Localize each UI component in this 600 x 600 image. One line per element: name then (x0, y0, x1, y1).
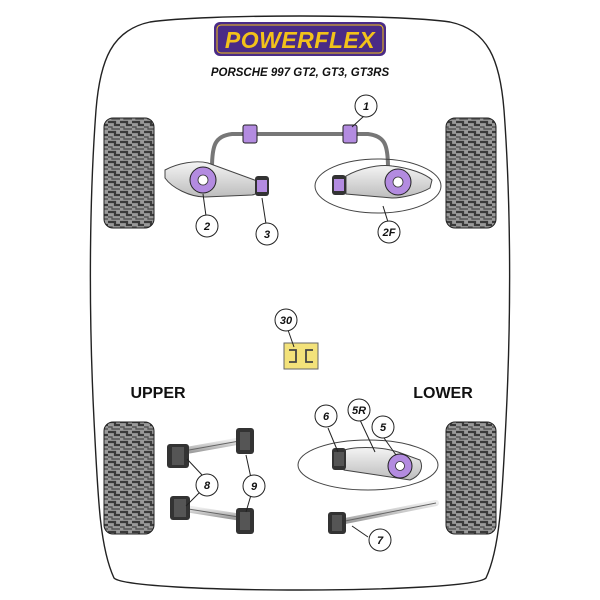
callout-2f-label: 2F (382, 227, 396, 239)
callout-30-label: 30 (280, 315, 293, 327)
leader-lines (185, 115, 397, 538)
upper-label: UPPER (130, 385, 186, 402)
callout-8: 8 (195, 473, 219, 497)
callout-6: 6 (314, 404, 338, 428)
callout-6-label: 6 (323, 411, 330, 423)
callout-5: 5 (371, 415, 395, 439)
front-right-wishbone (314, 158, 442, 214)
logo-text: POWERFLEX (225, 27, 376, 53)
callout-1: 1 (354, 94, 378, 118)
callout-3-label: 3 (264, 229, 270, 241)
powerflex-logo: POWERFLEX (214, 22, 386, 56)
callout-1-label: 1 (363, 101, 369, 113)
tire-rear-left (103, 421, 155, 535)
front-left-wishbone (164, 161, 269, 198)
callout-8-label: 8 (204, 480, 211, 492)
callout-5-label: 5 (380, 422, 387, 434)
rear-upper-links (167, 428, 254, 534)
front-anti-roll-bar (210, 124, 390, 169)
callout-2: 2 (195, 214, 219, 238)
callout-5r: 5R (347, 398, 371, 422)
callout-3: 3 (255, 222, 279, 246)
rear-toe-link (328, 500, 439, 534)
tire-rear-right (445, 421, 497, 535)
lower-label: LOWER (413, 385, 473, 402)
rear-lower-wishbone (297, 439, 439, 491)
callout-2f: 2F (377, 220, 401, 244)
vehicle-subtitle: PORSCHE 997 GT2, GT3, GT3RS (211, 67, 390, 79)
callout-9: 9 (242, 474, 266, 498)
callout-7-label: 7 (377, 535, 384, 547)
callout-9-label: 9 (251, 481, 258, 493)
tire-front-right (445, 117, 497, 229)
callout-7: 7 (368, 528, 392, 552)
callout-2-label: 2 (203, 221, 210, 233)
bush-30 (283, 342, 319, 370)
callout-30: 30 (274, 308, 298, 332)
callout-5r-label: 5R (352, 405, 366, 417)
tire-front-left (103, 117, 155, 229)
